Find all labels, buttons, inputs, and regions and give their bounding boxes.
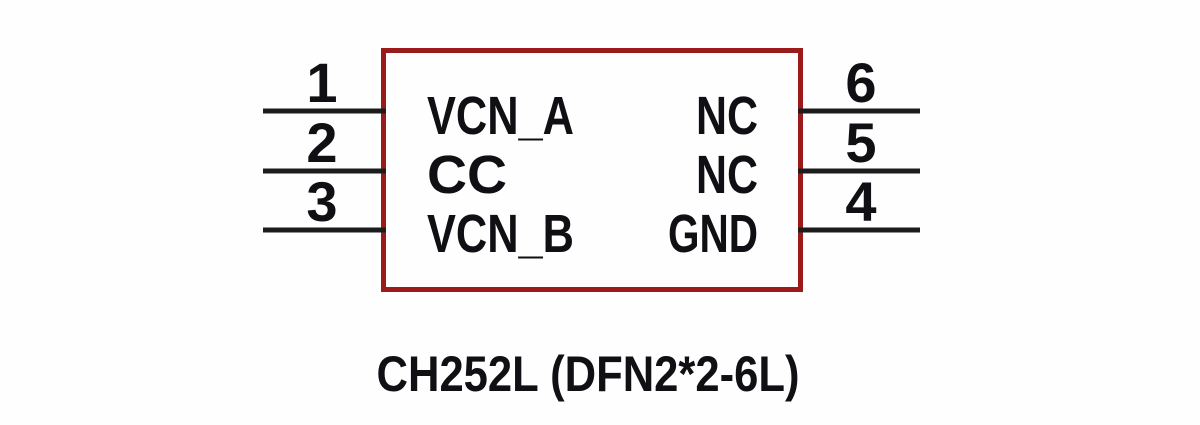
pin-4-number: 4 [845,170,876,233]
pin-1-label-vcn-a: VCN_A [427,86,574,146]
pin-3-label-vcn-b: VCN_B [427,204,574,264]
pin-4-label-gnd: GND [668,204,758,264]
pin-2-label-cc: CC [427,145,507,205]
pin-6-label-nc: NC [696,86,758,146]
part-number-caption: CH252L (DFN2*2-6L) [377,346,800,402]
pin-2-number: 2 [306,111,337,174]
pin-6-number: 6 [845,51,876,114]
pin-1-number: 1 [306,51,337,114]
pin-5-label-nc: NC [696,145,758,205]
pin-3-number: 3 [306,170,337,233]
pin-5-number: 5 [845,111,876,174]
